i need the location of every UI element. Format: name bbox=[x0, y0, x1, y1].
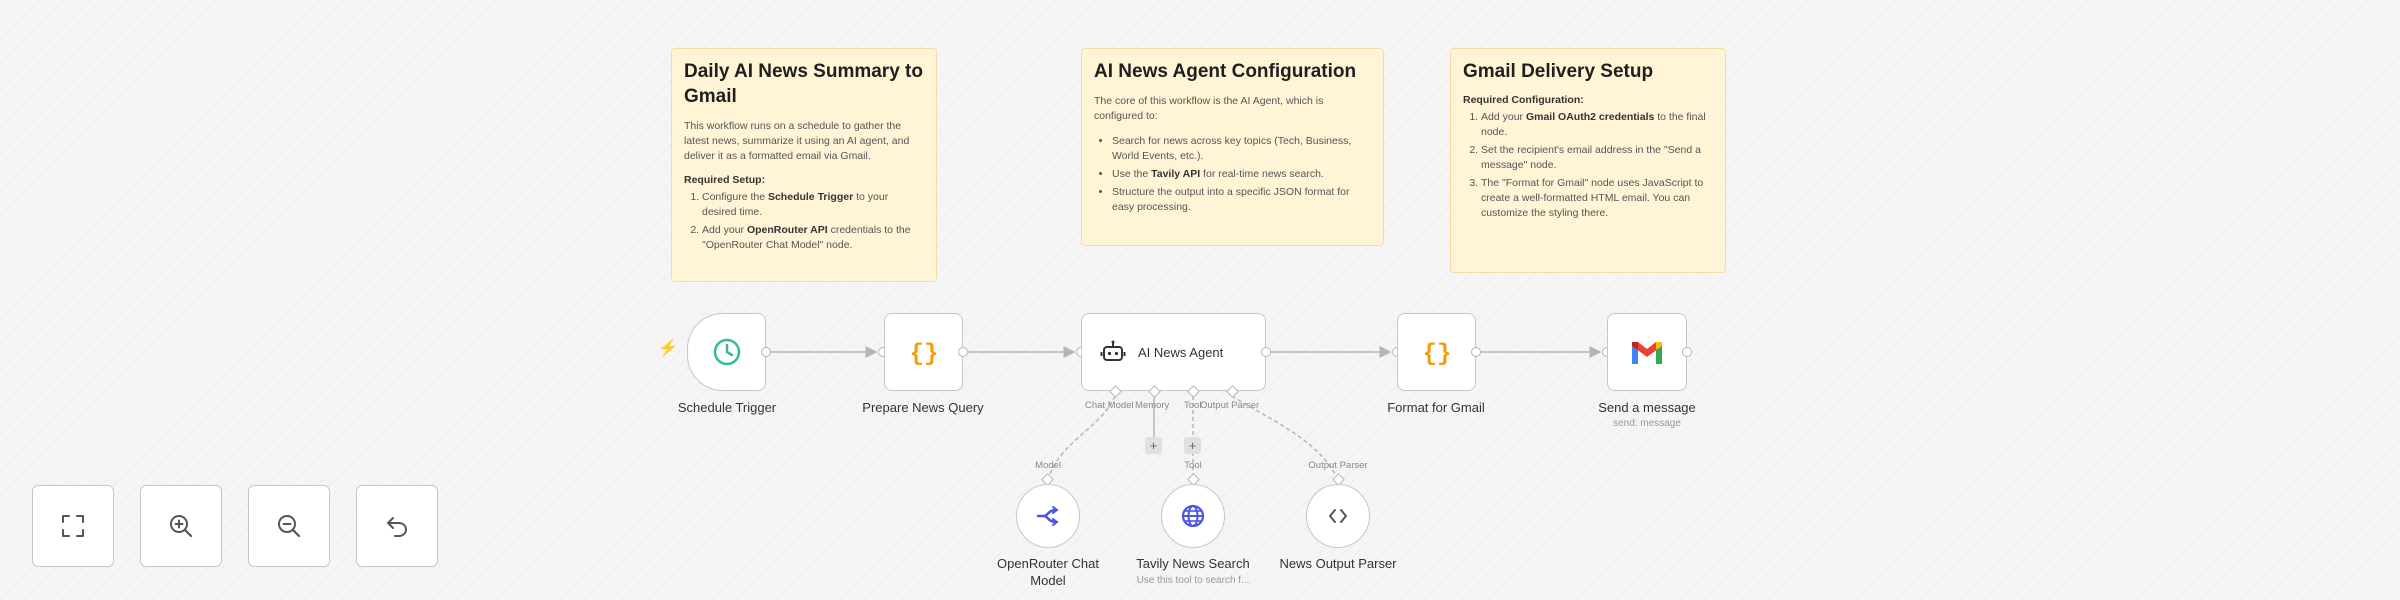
port-label-chat-model: Chat Model bbox=[1085, 400, 1134, 411]
note-title: AI News Agent Configuration bbox=[1094, 61, 1357, 82]
note-title: Daily AI News Summary to Gmail bbox=[684, 61, 923, 107]
node-label-openrouter-line1: OpenRouter Chat bbox=[997, 556, 1099, 571]
output-handle[interactable] bbox=[1471, 347, 1481, 357]
zoom-out-icon bbox=[278, 515, 301, 538]
list-item: Use the Tavily API for real-time news se… bbox=[1112, 167, 1371, 182]
list-item: Search for news across key topics (Tech,… bbox=[1112, 134, 1371, 164]
node-label-prepare: Prepare News Query bbox=[862, 400, 984, 415]
port-label-tool: Tool bbox=[1184, 400, 1202, 411]
port-label-tool-sub: Tool bbox=[1184, 460, 1202, 471]
list-item: Configure the Schedule Trigger to your d… bbox=[702, 190, 924, 220]
zoom-in-button[interactable] bbox=[140, 485, 222, 567]
node-format-for-gmail[interactable]: {} bbox=[1397, 313, 1476, 391]
node-sublabel-tavily: Use this tool to search f... bbox=[1136, 575, 1250, 586]
undo-button[interactable] bbox=[356, 485, 438, 567]
node-prepare-news-query[interactable]: {} bbox=[884, 313, 963, 391]
sticky-note-agent-config[interactable]: AI News Agent Configuration The core of … bbox=[1081, 48, 1384, 246]
output-handle[interactable] bbox=[1682, 347, 1692, 357]
note-title: Gmail Delivery Setup bbox=[1463, 61, 1654, 82]
node-sublabel-gmail: send: message bbox=[1613, 418, 1681, 429]
code-brackets-icon bbox=[1329, 509, 1347, 523]
clock-icon bbox=[713, 338, 740, 366]
fit-view-icon bbox=[62, 515, 84, 537]
globe-icon bbox=[1181, 504, 1205, 528]
list-item: Add your OpenRouter API credentials to t… bbox=[702, 223, 924, 253]
sticky-note-gmail-setup[interactable]: Gmail Delivery Setup Required Configurat… bbox=[1450, 48, 1726, 273]
port-label-output-parser-sub: Output Parser bbox=[1308, 460, 1368, 471]
node-label-openrouter-line2: Model bbox=[1030, 573, 1066, 588]
node-label-parser: News Output Parser bbox=[1279, 556, 1397, 571]
node-schedule-trigger[interactable] bbox=[687, 313, 766, 391]
code-braces-icon: {} bbox=[1422, 341, 1451, 368]
node-label-format: Format for Gmail bbox=[1387, 400, 1485, 415]
robot-icon bbox=[1100, 340, 1126, 361]
note-list: Search for news across key topics (Tech,… bbox=[1094, 134, 1371, 215]
port-label-output-parser: Output Parser bbox=[1200, 400, 1260, 411]
zoom-out-button[interactable] bbox=[248, 485, 330, 567]
list-item: Set the recipient's email address in the… bbox=[1481, 143, 1713, 173]
note-intro: This workflow runs on a schedule to gath… bbox=[684, 120, 910, 162]
gmail-icon bbox=[1632, 342, 1662, 364]
node-label-agent: AI News Agent bbox=[1138, 344, 1224, 360]
openrouter-icon bbox=[1036, 506, 1059, 526]
code-braces-icon: {} bbox=[909, 341, 938, 368]
undo-icon bbox=[387, 517, 408, 537]
node-tavily-news-search[interactable] bbox=[1161, 484, 1225, 548]
node-ai-news-agent[interactable]: AI News Agent bbox=[1081, 313, 1266, 391]
output-handle[interactable] bbox=[1261, 347, 1271, 357]
node-send-a-message[interactable] bbox=[1607, 313, 1687, 391]
note-intro: The core of this workflow is the AI Agen… bbox=[1094, 95, 1324, 122]
svg-text:{}: {} bbox=[909, 341, 938, 368]
list-item: The "Format for Gmail" node uses JavaScr… bbox=[1481, 176, 1713, 221]
port-label-memory: Memory bbox=[1135, 400, 1170, 411]
output-handle[interactable] bbox=[761, 347, 771, 357]
svg-text:{}: {} bbox=[1422, 341, 1451, 368]
add-tool-button[interactable]: + bbox=[1184, 437, 1201, 454]
node-label-schedule: Schedule Trigger bbox=[677, 400, 777, 415]
note-subheading: Required Configuration: bbox=[1463, 94, 1584, 106]
node-openrouter-chat-model[interactable] bbox=[1016, 484, 1080, 548]
output-handle[interactable] bbox=[958, 347, 968, 357]
list-item: Structure the output into a specific JSO… bbox=[1112, 185, 1371, 215]
port-label-model: Model bbox=[1035, 460, 1061, 471]
node-news-output-parser[interactable] bbox=[1306, 484, 1370, 548]
add-memory-button[interactable]: + bbox=[1145, 437, 1162, 454]
note-subheading: Required Setup: bbox=[684, 174, 766, 186]
fit-view-button[interactable] bbox=[32, 485, 114, 567]
note-list: Add your Gmail OAuth2 credentials to the… bbox=[1463, 110, 1713, 221]
zoom-in-icon bbox=[170, 515, 193, 538]
node-label-gmail: Send a message bbox=[1598, 400, 1696, 415]
sticky-note-summary[interactable]: Daily AI News Summary to Gmail This work… bbox=[671, 48, 937, 282]
node-label-tavily: Tavily News Search bbox=[1136, 556, 1250, 571]
note-list: Configure the Schedule Trigger to your d… bbox=[684, 190, 924, 253]
list-item: Add your Gmail OAuth2 credentials to the… bbox=[1481, 110, 1713, 140]
trigger-bolt-icon: ⚡ bbox=[658, 340, 678, 357]
